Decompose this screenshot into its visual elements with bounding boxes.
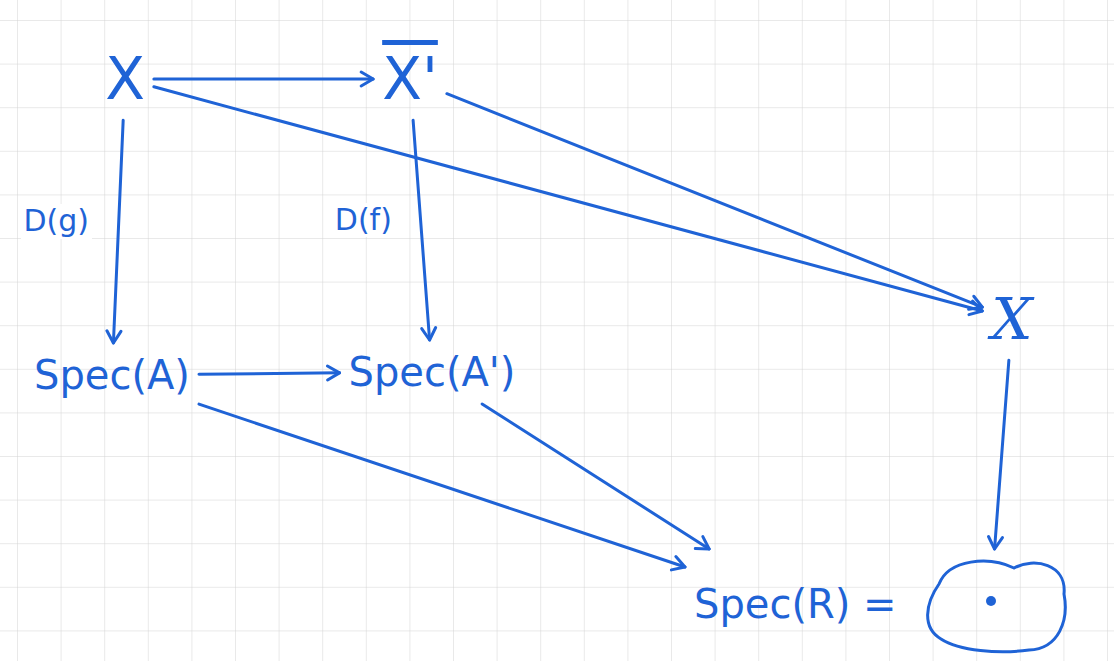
object-node: Spec(A'): [343, 343, 522, 401]
stack-node: X: [985, 279, 1038, 358]
morphism-arrow: [482, 404, 709, 549]
morphism-arrow: [995, 360, 1009, 549]
morphism-arrow: [199, 373, 340, 374]
node-label: Spec(A): [34, 352, 190, 398]
point-blob: [919, 554, 1069, 654]
morphism-arrow: [154, 87, 982, 311]
base-node: Spec(R) =: [688, 552, 1075, 656]
morphism-arrow: [154, 78, 373, 81]
object-node: Spec(A): [28, 346, 196, 404]
node-label: X: [991, 286, 1032, 353]
node-label: X': [382, 46, 438, 113]
morphism-arrow: [413, 120, 429, 340]
morphism-arrow: [113, 120, 123, 343]
node-label: Spec(A'): [349, 349, 516, 395]
arrow-label: D(g): [21, 204, 93, 239]
object-node: X: [99, 39, 151, 118]
blob-outline: [927, 561, 1065, 651]
node-label: Spec(R) =: [694, 581, 897, 627]
morphism-arrow: [447, 94, 983, 307]
node-label: X: [105, 46, 145, 113]
arrow-label: D(f): [332, 203, 395, 238]
point-dot: [986, 596, 996, 606]
object-node: X': [376, 39, 444, 118]
